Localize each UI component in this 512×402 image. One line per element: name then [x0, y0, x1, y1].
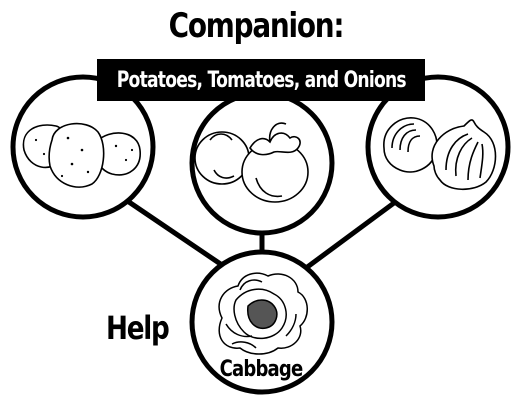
help-label: Help [106, 308, 169, 348]
banner-text: Potatoes, Tomatoes, and Onions [116, 68, 405, 93]
page-title: Companion: [46, 6, 466, 46]
companion-banner: Potatoes, Tomatoes, and Onions [97, 59, 425, 101]
tomatoes-node [192, 93, 332, 233]
cabbage-label: Cabbage [208, 356, 315, 384]
connector-onions-cabbage [306, 200, 398, 268]
